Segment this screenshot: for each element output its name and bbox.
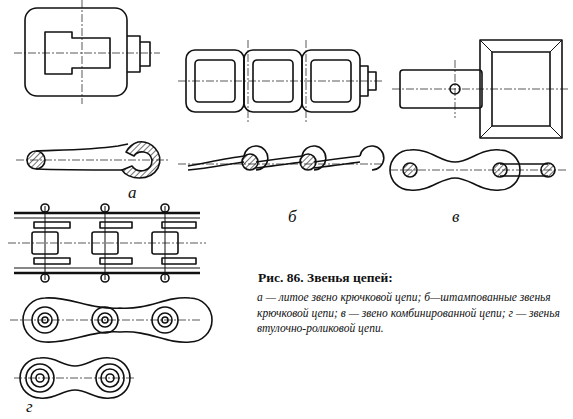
stamped-hook-links [178, 40, 384, 170]
figure-title: Рис. 86. Звенья цепей: [258, 270, 393, 286]
combined-chain-link [390, 40, 570, 190]
roller-chain-top-view [8, 204, 212, 398]
figure-letter: б [288, 208, 297, 225]
figure-letter: в [452, 208, 459, 225]
figure-letter: а [128, 184, 137, 201]
figure-letter: г [26, 398, 33, 415]
cast-hook-link [14, 0, 168, 178]
figure-caption: а — литое звено крючковой цепи; б—штампо… [257, 290, 569, 337]
